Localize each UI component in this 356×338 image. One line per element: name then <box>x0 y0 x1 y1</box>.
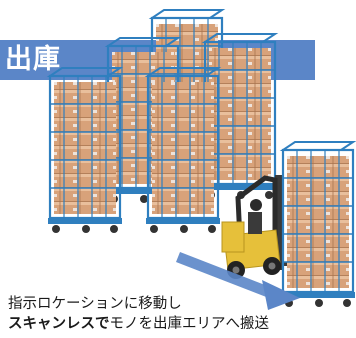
direction-arrow-icon <box>176 252 300 310</box>
roll-cage-icon <box>144 66 222 235</box>
caption-line-2: スキャンレスでモノを出庫エリアへ搬送 <box>8 314 269 334</box>
forklift-icon <box>221 175 305 279</box>
caption-line-1: 指示ロケーションに移動し <box>8 296 182 312</box>
caption-line-2-rest: モノを出庫エリアへ搬送 <box>109 316 270 332</box>
page-title: 出庫 <box>5 44 61 75</box>
roll-cage-icon <box>201 32 279 201</box>
caption: 指示ロケーションに移動し スキャンレスでモノを出庫エリアへ搬送 <box>8 294 269 334</box>
caption-emphasis: スキャンレスで <box>8 316 110 332</box>
roll-cage-icon <box>46 66 124 235</box>
roll-cage-icon <box>279 140 356 309</box>
